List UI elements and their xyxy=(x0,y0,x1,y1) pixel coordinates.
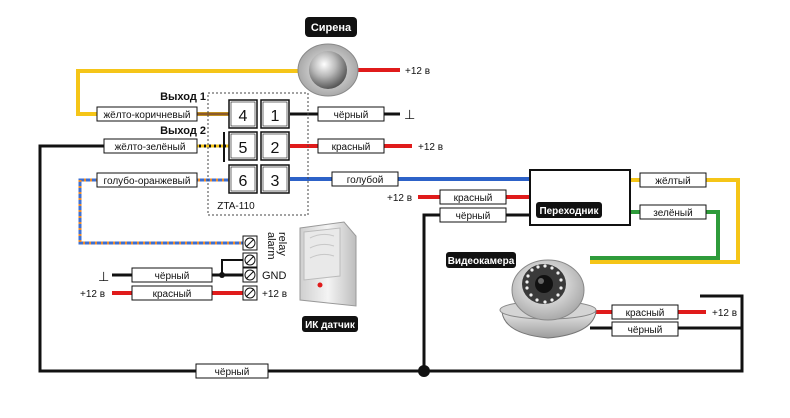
label-blue-orange: голубо-оранжевый xyxy=(96,172,198,188)
camera-supply: +12 в xyxy=(712,308,737,319)
controller-model: ZTA-110 xyxy=(217,201,255,212)
svg-text:красный: красный xyxy=(626,308,665,319)
label-adapter-black: чёрный xyxy=(439,207,507,223)
wire-black-main xyxy=(38,144,744,373)
terminal-1: 1 xyxy=(271,108,280,125)
pir-title-bg xyxy=(302,316,358,332)
terminal-6: 6 xyxy=(239,173,248,190)
pir-plus12: +12 в xyxy=(262,289,287,300)
terminal-3: 3 xyxy=(271,173,280,190)
svg-text:чёрный: чёрный xyxy=(215,367,250,378)
label-t1-black: чёрный xyxy=(317,106,385,122)
camera-icon xyxy=(499,259,597,339)
label-t3-blue: голубой xyxy=(331,171,399,187)
siren-icon xyxy=(309,51,347,89)
pir-relay: relay xyxy=(276,232,288,256)
pir-ground-symbol: ⊥ xyxy=(98,269,109,284)
pir-sensor-icon xyxy=(299,221,357,307)
adapter-title: Переходник xyxy=(539,206,599,217)
siren-title-bg xyxy=(305,17,357,37)
svg-text:чёрный: чёрный xyxy=(628,325,663,336)
svg-text:голубой: голубой xyxy=(347,174,384,186)
pir-alarm: alarm xyxy=(265,232,277,260)
wire-blue-orange-stripe xyxy=(78,178,243,245)
label-bottom-black: чёрный xyxy=(195,363,269,379)
svg-text:голубо-оранжевый: голубо-оранжевый xyxy=(104,175,191,187)
pir-title: ИК датчик xyxy=(305,320,356,331)
controller-outline xyxy=(207,92,309,216)
svg-text:чёрный: чёрный xyxy=(155,271,190,282)
svg-text:красный: красный xyxy=(332,142,371,153)
ground-symbol-t1: ⊥ xyxy=(404,107,415,122)
label-adapter-yellow: жёлтый xyxy=(639,172,707,188)
terminal-2: 2 xyxy=(271,140,280,157)
adapter-in-supply: +12 в xyxy=(387,193,412,204)
label-yellow-green: жёлто-зелёный xyxy=(103,138,198,154)
siren-title-text: Сирена xyxy=(311,22,352,34)
label-pir-black: чёрный xyxy=(131,267,213,283)
junction-dot xyxy=(418,365,430,377)
svg-text:зелёный: зелёный xyxy=(653,208,692,219)
terminal-4: 4 xyxy=(239,108,248,125)
siren-supply: +12 в xyxy=(405,66,430,77)
camera-title-bg xyxy=(446,252,516,268)
svg-text:жёлто-коричневый: жёлто-коричневый xyxy=(103,110,190,121)
label-adapter-green: зелёный xyxy=(639,204,707,220)
pir-supply: +12 в xyxy=(80,289,105,300)
svg-text:красный: красный xyxy=(153,289,192,300)
terminal-block: 4 1 5 2 6 3 xyxy=(228,99,290,194)
label-camera-black: чёрный xyxy=(611,321,679,337)
adapter-title-bg xyxy=(536,202,602,218)
pir-terminals xyxy=(242,235,258,301)
pir-junction xyxy=(219,272,225,278)
pir-gnd: GND xyxy=(262,270,287,282)
svg-text:жёлтый: жёлтый xyxy=(655,176,690,187)
label-yellow-brown: жёлто-коричневый xyxy=(96,106,198,122)
controller-output2: Выход 2 xyxy=(160,125,206,137)
controller-output1: Выход 1 xyxy=(160,91,206,103)
svg-text:красный: красный xyxy=(454,193,493,204)
label-camera-red: красный xyxy=(611,304,679,320)
label-pir-red: красный xyxy=(131,285,213,301)
t2-supply: +12 в xyxy=(418,142,443,153)
label-adapter-red: красный xyxy=(439,189,507,205)
camera-title: Видеокамера xyxy=(448,256,515,267)
svg-text:чёрный: чёрный xyxy=(456,211,491,222)
svg-text:жёлто-зелёный: жёлто-зелёный xyxy=(115,142,186,153)
terminal-5: 5 xyxy=(239,140,248,157)
wire-pir-alarm-gnd xyxy=(221,259,243,275)
label-t2-red: красный xyxy=(317,138,385,154)
svg-text:чёрный: чёрный xyxy=(334,110,369,121)
